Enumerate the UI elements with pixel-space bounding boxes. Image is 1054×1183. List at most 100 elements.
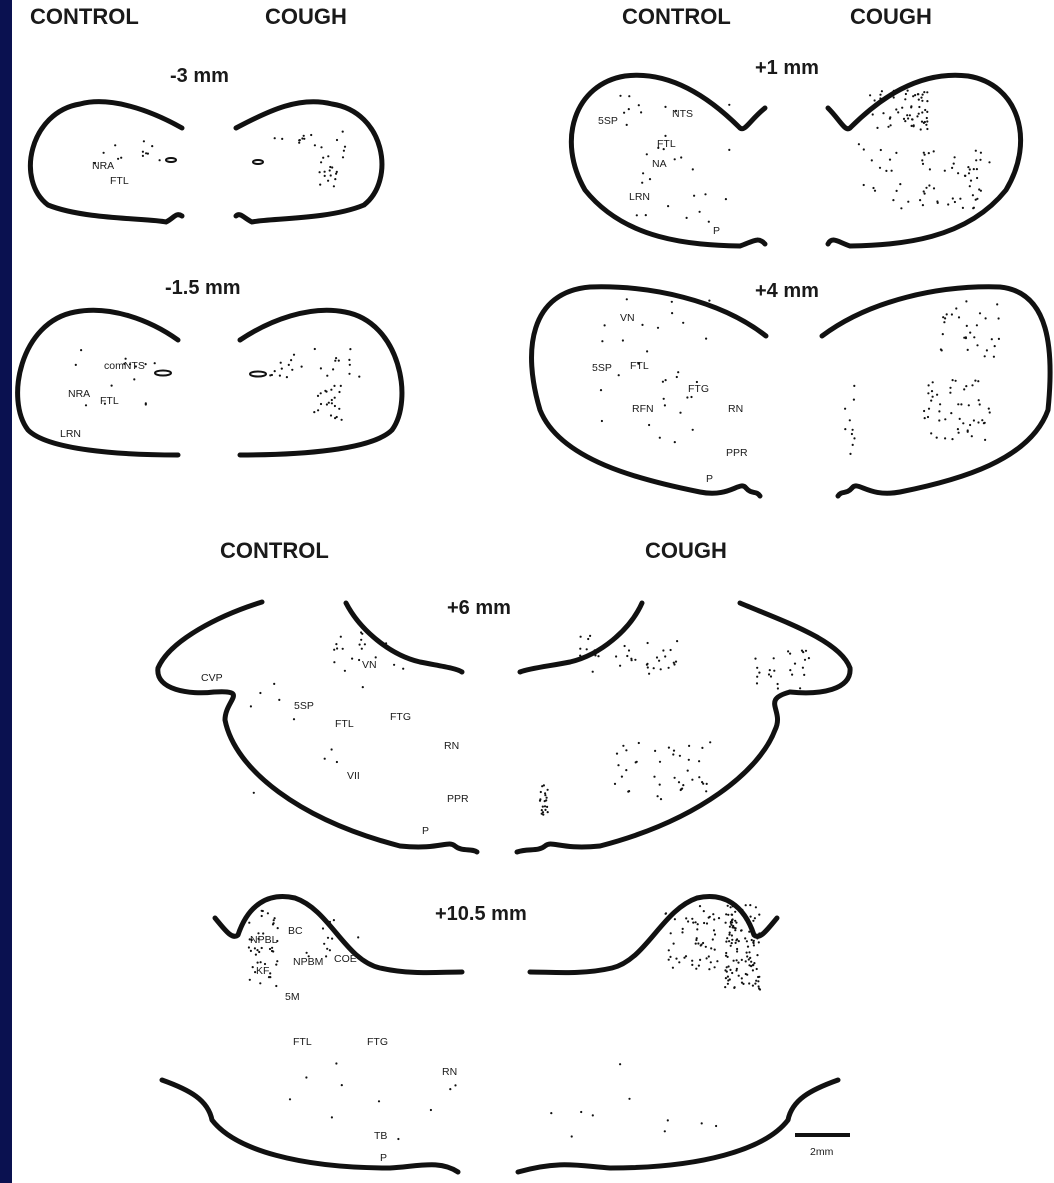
labeled-neuron-dot — [979, 159, 981, 161]
labeled-neuron-dot — [916, 115, 918, 117]
labeled-neuron-dot — [852, 444, 854, 446]
labeled-neuron-dot — [891, 170, 893, 172]
labeled-neuron-dot — [330, 414, 332, 416]
labeled-neuron-dot — [922, 163, 924, 165]
labeled-neuron-dot — [949, 387, 951, 389]
labeled-neuron-dot — [619, 665, 621, 667]
labeled-neuron-dot — [362, 686, 364, 688]
labeled-neuron-dot — [648, 424, 650, 426]
labeled-neuron-dot — [969, 424, 971, 426]
labeled-neuron-dot — [331, 399, 333, 401]
labeled-neuron-dot — [706, 922, 708, 924]
labeled-neuron-dot — [871, 159, 873, 161]
labeled-neuron-dot — [728, 934, 730, 936]
labeled-neuron-dot — [958, 432, 960, 434]
labeled-neuron-dot — [985, 317, 987, 319]
labeled-neuron-dot — [617, 764, 619, 766]
labeled-neuron-dot — [687, 920, 689, 922]
labeled-neuron-dot — [695, 943, 697, 945]
labeled-neuron-dot — [702, 942, 704, 944]
labeled-neuron-dot — [729, 932, 731, 934]
labeled-neuron-dot — [648, 673, 650, 675]
labeled-neuron-dot — [731, 942, 733, 944]
labeled-neuron-dot — [333, 649, 335, 651]
labeled-neuron-dot — [735, 939, 737, 941]
labeled-neuron-dot — [334, 397, 336, 399]
labeled-neuron-dot — [361, 648, 363, 650]
labeled-neuron-dot — [664, 655, 666, 657]
outline-plus6-cough-dorsal — [740, 603, 850, 693]
labeled-neuron-dot — [729, 969, 731, 971]
labeled-neuron-dot — [728, 965, 730, 967]
labeled-neuron-dot — [756, 676, 758, 678]
outline-plus4-control — [532, 287, 766, 496]
labeled-neuron-dot — [734, 905, 736, 907]
labeled-neuron-dot — [333, 661, 335, 663]
labeled-neuron-dot — [751, 927, 753, 929]
labeled-neuron-dot — [696, 928, 698, 930]
outline-minus1-5-control — [18, 310, 178, 455]
labeled-neuron-dot — [769, 669, 771, 671]
labeled-neuron-dot — [293, 718, 295, 720]
canal-minus1-5-control — [155, 371, 171, 376]
labeled-neuron-dot — [255, 954, 257, 956]
neuron-dots-group — [600, 298, 1000, 455]
labeled-neuron-dot — [274, 137, 276, 139]
label-plus4-rfn: RFN — [632, 403, 654, 415]
labeled-neuron-dot — [619, 95, 621, 97]
labeled-neuron-dot — [975, 159, 977, 161]
labeled-neuron-dot — [708, 955, 710, 957]
labeled-neuron-dot — [954, 201, 956, 203]
labeled-neuron-dot — [909, 114, 911, 116]
labeled-neuron-dot — [967, 349, 969, 351]
labeled-neuron-dot — [921, 121, 923, 123]
labeled-neuron-dot — [724, 986, 726, 988]
labeled-neuron-dot — [968, 404, 970, 406]
labeled-neuron-dot — [879, 94, 881, 96]
labeled-neuron-dot — [663, 398, 665, 400]
labeled-neuron-dot — [328, 402, 330, 404]
labeled-neuron-dot — [260, 961, 262, 963]
labeled-neuron-dot — [962, 422, 964, 424]
labeled-neuron-dot — [970, 180, 972, 182]
labeled-neuron-dot — [660, 798, 662, 800]
labeled-neuron-dot — [326, 403, 328, 405]
labeled-neuron-dot — [649, 178, 651, 180]
labeled-neuron-dot — [944, 418, 946, 420]
labeled-neuron-dot — [594, 650, 596, 652]
labeled-neuron-dot — [338, 391, 340, 393]
labeled-neuron-dot — [120, 157, 122, 159]
labeled-neuron-dot — [676, 640, 678, 642]
labeled-neuron-dot — [924, 417, 926, 419]
labeled-neuron-dot — [844, 408, 846, 410]
labeled-neuron-dot — [333, 919, 335, 921]
labeled-neuron-dot — [715, 1125, 717, 1127]
labeled-neuron-dot — [667, 205, 669, 207]
labeled-neuron-dot — [969, 185, 971, 187]
labeled-neuron-dot — [971, 435, 973, 437]
labeled-neuron-dot — [273, 919, 275, 921]
labeled-neuron-dot — [626, 298, 628, 300]
labeled-neuron-dot — [919, 199, 921, 201]
labeled-neuron-dot — [589, 635, 591, 637]
labeled-neuron-dot — [671, 312, 673, 314]
labeled-neuron-dot — [863, 184, 865, 186]
labeled-neuron-dot — [397, 1138, 399, 1140]
labeled-neuron-dot — [322, 927, 324, 929]
labeled-neuron-dot — [340, 636, 342, 638]
labeled-neuron-dot — [705, 946, 707, 948]
labeled-neuron-dot — [932, 381, 934, 383]
labeled-neuron-dot — [259, 982, 261, 984]
labeled-neuron-dot — [342, 131, 344, 133]
labeled-neuron-dot — [944, 317, 946, 319]
labeled-neuron-dot — [357, 936, 359, 938]
labeled-neuron-dot — [753, 944, 755, 946]
labeled-neuron-dot — [330, 174, 332, 176]
labeled-neuron-dot — [320, 403, 322, 405]
labeled-neuron-dot — [628, 790, 630, 792]
labeled-neuron-dot — [754, 658, 756, 660]
labeled-neuron-dot — [944, 437, 946, 439]
labeled-neuron-dot — [248, 922, 250, 924]
labeled-neuron-dot — [727, 976, 729, 978]
labeled-neuron-dot — [709, 741, 711, 743]
